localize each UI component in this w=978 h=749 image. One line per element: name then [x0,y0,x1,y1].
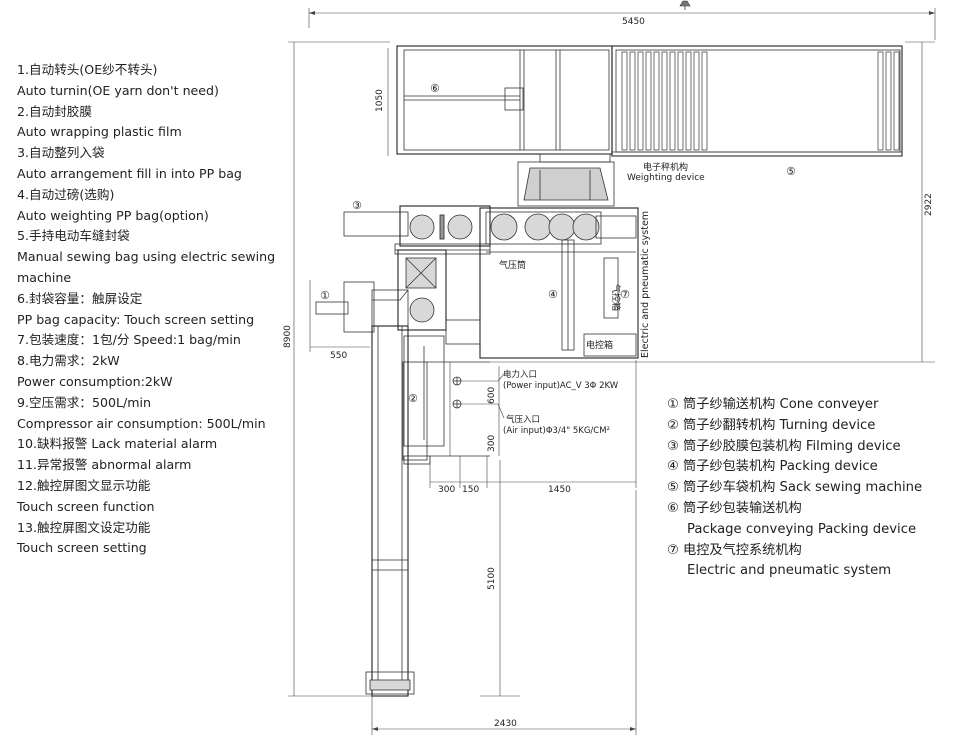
conveyor-roller [893,51,900,151]
legend-item: ① 筒子纱输送机构 Cone conveyer [667,397,879,412]
air-input-icon [452,399,505,419]
air-input-cn: 气压入口 [506,414,540,425]
spec-item: 4.自动过磅(选购) [17,186,115,202]
cone-conveyer [315,281,415,697]
electric-pneumatic-label: Electric and pneumatic system [640,211,651,358]
packing-device [479,207,639,359]
spec-item: Touch screen setting [17,540,147,556]
legend-item: ④ 筒子纱包装机构 Packing device [667,459,878,475]
dim-300-vertical: 300 [487,435,497,452]
spec-item: 2.自动封胶膜 [17,103,92,119]
dimension-lines [288,8,936,735]
legend-item: ② 筒子纱翻转机构 Turning device [667,417,876,433]
weighing-label-en: Weighting device [627,173,705,183]
dim-300: 300 [438,485,455,495]
conveyor-roller [701,51,708,151]
dim-2430: 2430 [494,719,517,729]
power-input-cn: 电力入口 [503,369,537,380]
spec-item: 5.手持电动车缝封袋 [17,228,130,244]
conveyor-roller [645,51,652,151]
spec-item: 12.触控屏图文显示功能 [17,477,151,493]
specification-list: 1.自动转头(OE纱不转头) Auto turnin(OE yarn don't… [17,60,279,559]
label-6: ⑥ [430,82,440,95]
spec-item: Auto weighting PP bag(option) [17,207,209,223]
sack-sewing-conveyor [611,45,903,157]
filming-device [343,205,491,255]
dim-2922: 2922 [924,193,934,216]
spec-item: 1.自动转头(OE纱不转头) [17,62,158,77]
turning-device [397,249,481,447]
conveyor-roller [877,51,884,151]
spec-item: PP bag capacity: Touch screen setting [17,311,255,327]
dim-150: 150 [462,485,479,495]
label-1: ① [320,289,330,302]
dim-600: 600 [487,387,497,404]
conveyor-roller [693,51,700,151]
spec-item: 11.异常报警 abnormal alarm [17,457,192,473]
dim-5100: 5100 [487,567,497,590]
label-3: ③ [352,199,362,212]
legend-item: ⑤ 筒子纱车袋机构 Sack sewing machine [667,480,923,496]
top-marker-icon [679,0,691,10]
conveyor-roller [653,51,660,151]
dim-1050: 1050 [375,89,385,112]
conveyor-roller [677,51,684,151]
legend-item: Electric and pneumatic system [687,563,892,579]
weighing-device [517,161,615,207]
dim-5450: 5450 [622,17,645,27]
conveyor-roller [661,51,668,151]
conveyor-roller [629,51,636,151]
label-5: ⑤ [786,165,796,178]
spec-item: Touch screen function [17,498,155,514]
spec-item: 13.触控屏图文设定功能 [17,519,151,535]
conveyor-roller [637,51,644,151]
label-4: ④ [548,288,558,301]
package-conveyor [396,45,613,163]
conveyor-roller [621,51,628,151]
conveyor-roller [669,51,676,151]
power-input-en: (Power input)AC_V 3Φ 2KW [503,381,619,391]
spec-item: 3.自动整列入袋 [17,145,105,161]
dim-8900: 8900 [283,325,293,348]
electric-box-label: 电控箱 [586,339,613,351]
spec-item: Auto arrangement fill in into PP bag [17,165,242,181]
label-7: ⑦ [620,288,630,301]
legend-item: ⑦ 电控及气控系统机构 [667,542,802,558]
base-frame [402,361,490,465]
spec-item: 9.空压需求：500L/min [17,394,152,410]
spec-item: Auto turnin(OE yarn don't need) [17,82,219,98]
cylinder-label: 气压筒 [499,259,526,271]
spec-item: 8.电力需求：2kW [17,353,120,369]
legend-item: ③ 筒子纱胶膜包装机构 Filming device [667,438,901,454]
dim-1450: 1450 [548,485,571,495]
dim-550: 550 [330,351,347,361]
spec-item: Auto wrapping plastic film [17,124,182,140]
conveyor-roller [685,51,692,151]
air-input-en: (Air input)Φ3/4" 5KG/CM² [503,426,610,436]
spec-item: Power consumption:2kW [17,373,173,389]
conveyor-roller [885,51,892,151]
spec-item: 7.包装速度：1包/分 Speed:1 bag/min [17,332,241,348]
weighing-label-cn: 电子秤机构 [643,161,688,173]
spec-item: 10.缺料报警 Lack material alarm [17,436,218,452]
spec-item: Manual sewing bag using electric sewing … [17,249,276,285]
legend-item: ⑥ 筒子纱包装输送机构 [667,500,802,516]
pneumatic-box-label: 气控箱 [610,284,622,311]
legend-item: Package conveying Packing device [687,521,917,537]
spec-item: 6.封袋容量：触屏设定 [17,290,143,306]
component-legend: ① 筒子纱输送机构 Cone conveyer ② 筒子纱翻转机构 Turnin… [667,395,967,582]
label-2: ② [408,392,418,405]
spec-item: Compressor air consumption: 500L/min [17,415,266,431]
power-input-icon [452,373,505,386]
